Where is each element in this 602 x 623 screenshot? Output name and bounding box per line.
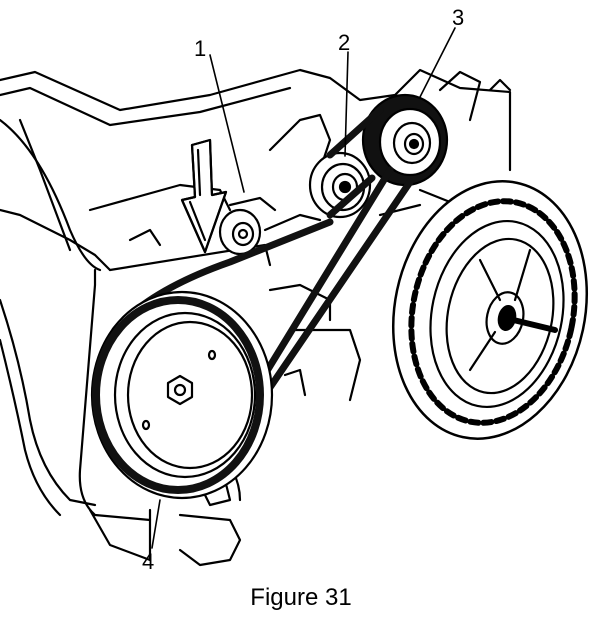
callout-4: 4 — [142, 549, 154, 575]
callout-1: 1 — [194, 36, 206, 62]
callout-3: 3 — [452, 5, 464, 31]
pulley-3 — [363, 95, 447, 185]
large-pulley-4 — [92, 292, 272, 498]
wheel — [370, 163, 602, 457]
figure-caption: Figure 31 — [0, 584, 602, 612]
callout-2: 2 — [338, 30, 350, 56]
